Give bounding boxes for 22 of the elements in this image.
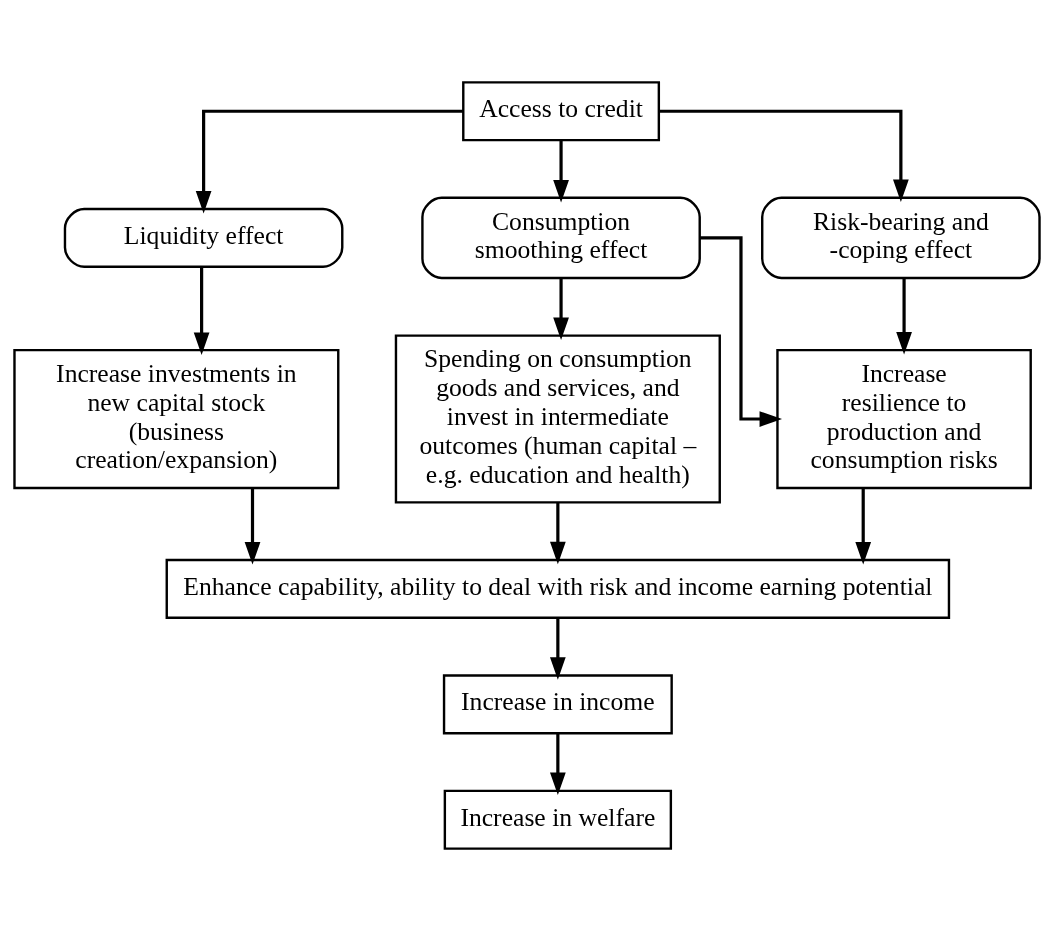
arrow bbox=[855, 487, 872, 565]
node-box: Liquidity effect bbox=[63, 207, 344, 268]
node-box: Spending on consumption goods and services, and invest in intermediate outcomes (human capital – e.g. education and health) bbox=[394, 333, 721, 504]
node-box: Consumption smoothing effect bbox=[421, 196, 701, 279]
arrow bbox=[193, 266, 210, 355]
arrow bbox=[550, 617, 566, 680]
node-box: Increase in welfare bbox=[443, 789, 673, 850]
arrow bbox=[195, 109, 463, 213]
arrow bbox=[550, 502, 566, 564]
arrow bbox=[700, 235, 783, 427]
node-box: Increase investments in new capital stock (business creation/expansion) bbox=[13, 348, 340, 489]
arrow bbox=[658, 109, 909, 202]
arrow bbox=[896, 277, 912, 355]
node-box: Increase resilience to production and consumption risks bbox=[776, 348, 1032, 489]
arrow bbox=[553, 277, 569, 340]
arrow bbox=[550, 732, 566, 795]
arrow bbox=[553, 140, 569, 202]
node-box: Enhance capability, ability to deal with risk and income earning potential bbox=[165, 558, 951, 619]
node-box: Access to credit bbox=[462, 80, 661, 141]
node-box: Risk-bearing and -coping effect bbox=[761, 196, 1041, 279]
arrow bbox=[244, 487, 261, 565]
node-box: Increase in income bbox=[442, 673, 673, 734]
